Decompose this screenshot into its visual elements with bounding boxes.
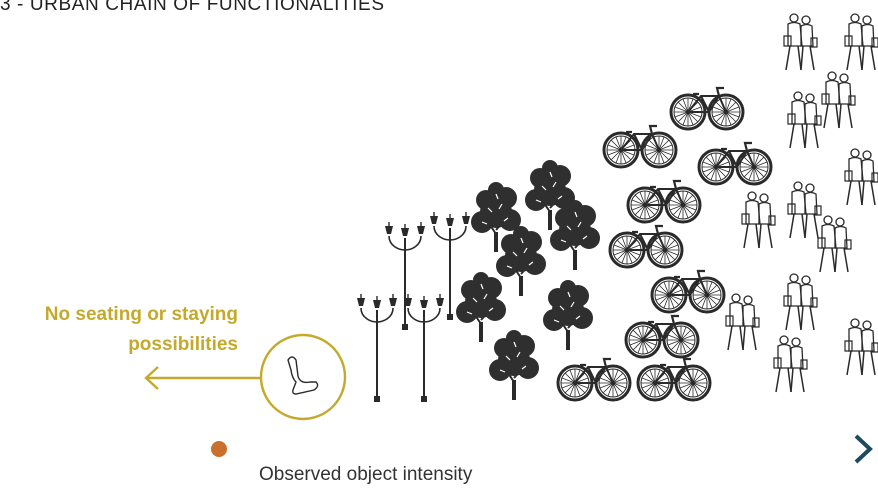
tree-icon: [549, 199, 601, 271]
chair-icon: [259, 333, 347, 421]
no-seating-arrow: [144, 366, 262, 390]
pedestrian-icon: [844, 13, 878, 71]
diagram-title: 3 - URBAN CHAIN OF FUNCTIONALITIES: [0, 0, 385, 15]
tree-icon: [455, 271, 507, 343]
bicycle-icon: [604, 126, 676, 167]
pedestrian-icon: [783, 273, 818, 331]
intensity-axis-label: Observed object intensity: [259, 464, 473, 485]
axis-start-marker: [211, 441, 227, 457]
tree-group: [455, 159, 601, 401]
pedestrian-icon: [787, 91, 822, 149]
pedestrian-group: [725, 13, 878, 393]
bicycle-icon: [626, 316, 698, 357]
bicycle-icon: [652, 271, 724, 312]
street-lamp-icon: [403, 293, 445, 403]
pedestrian-icon: [725, 293, 760, 351]
street-lamp-group: [356, 211, 471, 403]
tree-icon: [495, 225, 547, 297]
bicycle-icon: [628, 181, 700, 222]
pedestrian-icon: [787, 181, 822, 239]
tree-icon: [488, 329, 540, 401]
bicycle-icon: [638, 359, 710, 400]
pedestrian-icon: [773, 335, 808, 393]
bicycle-icon: [610, 226, 682, 267]
pedestrian-icon: [783, 13, 818, 71]
bicycle-icon: [699, 143, 771, 184]
bicycle-icon: [558, 359, 630, 400]
pedestrian-icon: [817, 215, 852, 273]
annotation-line-1: No seating or staying: [44, 304, 238, 325]
pedestrian-icon: [844, 318, 878, 376]
bicycle-icon: [671, 88, 743, 129]
annotation-line-2: possibilities: [128, 334, 238, 355]
pedestrian-icon: [821, 71, 856, 129]
street-lamp-icon: [356, 293, 398, 403]
intensity-axis: [211, 434, 873, 464]
tree-icon: [542, 279, 594, 351]
axis-arrowhead: [854, 434, 873, 464]
pedestrian-icon: [844, 148, 878, 206]
no-seating-annotation: No seating or staying possibilities: [45, 300, 238, 360]
pedestrian-icon: [741, 191, 776, 249]
